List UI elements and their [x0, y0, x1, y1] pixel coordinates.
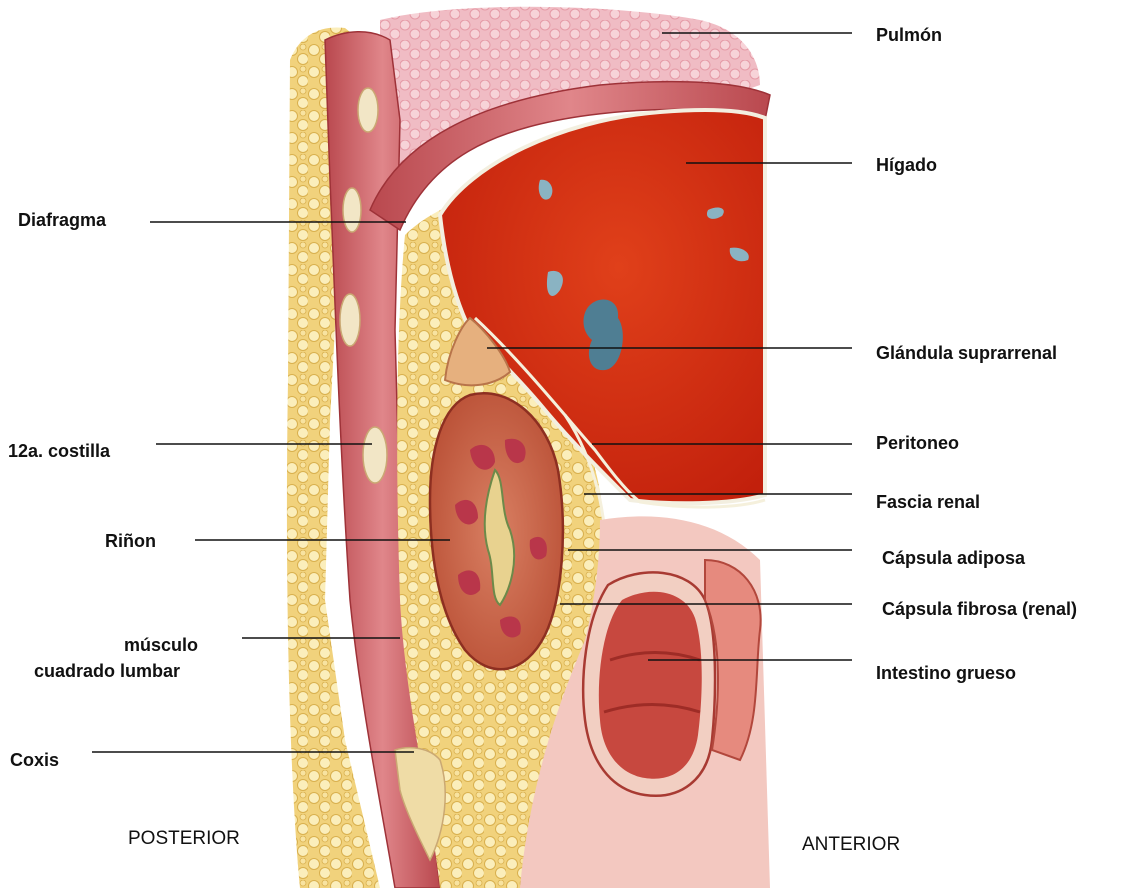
- label-musculo-line1: músculo: [124, 634, 198, 656]
- rib-12: [363, 427, 387, 483]
- label-diafragma: Diafragma: [18, 209, 106, 231]
- label-fascia-renal: Fascia renal: [876, 491, 980, 513]
- rib-1: [358, 88, 378, 132]
- label-musculo-line2: cuadrado lumbar: [34, 660, 180, 682]
- orientation-anterior: ANTERIOR: [802, 834, 900, 856]
- rib-3: [340, 294, 360, 346]
- orientation-posterior: POSTERIOR: [128, 828, 240, 850]
- label-costilla: 12a. costilla: [8, 440, 110, 462]
- label-rinon: Riñon: [105, 530, 156, 552]
- label-capsula-fibrosa: Cápsula fibrosa (renal): [882, 598, 1077, 620]
- label-glandula-suprarrenal: Glándula suprarrenal: [876, 342, 1057, 364]
- label-capsula-adiposa: Cápsula adiposa: [882, 547, 1025, 569]
- label-coxis: Coxis: [10, 749, 59, 771]
- label-intestino-grueso: Intestino grueso: [876, 662, 1016, 684]
- label-higado: Hígado: [876, 154, 937, 176]
- label-peritoneo: Peritoneo: [876, 432, 959, 454]
- rib-2: [343, 188, 361, 232]
- large-intestine-inner: [599, 592, 702, 779]
- label-pulmon: Pulmón: [876, 24, 942, 46]
